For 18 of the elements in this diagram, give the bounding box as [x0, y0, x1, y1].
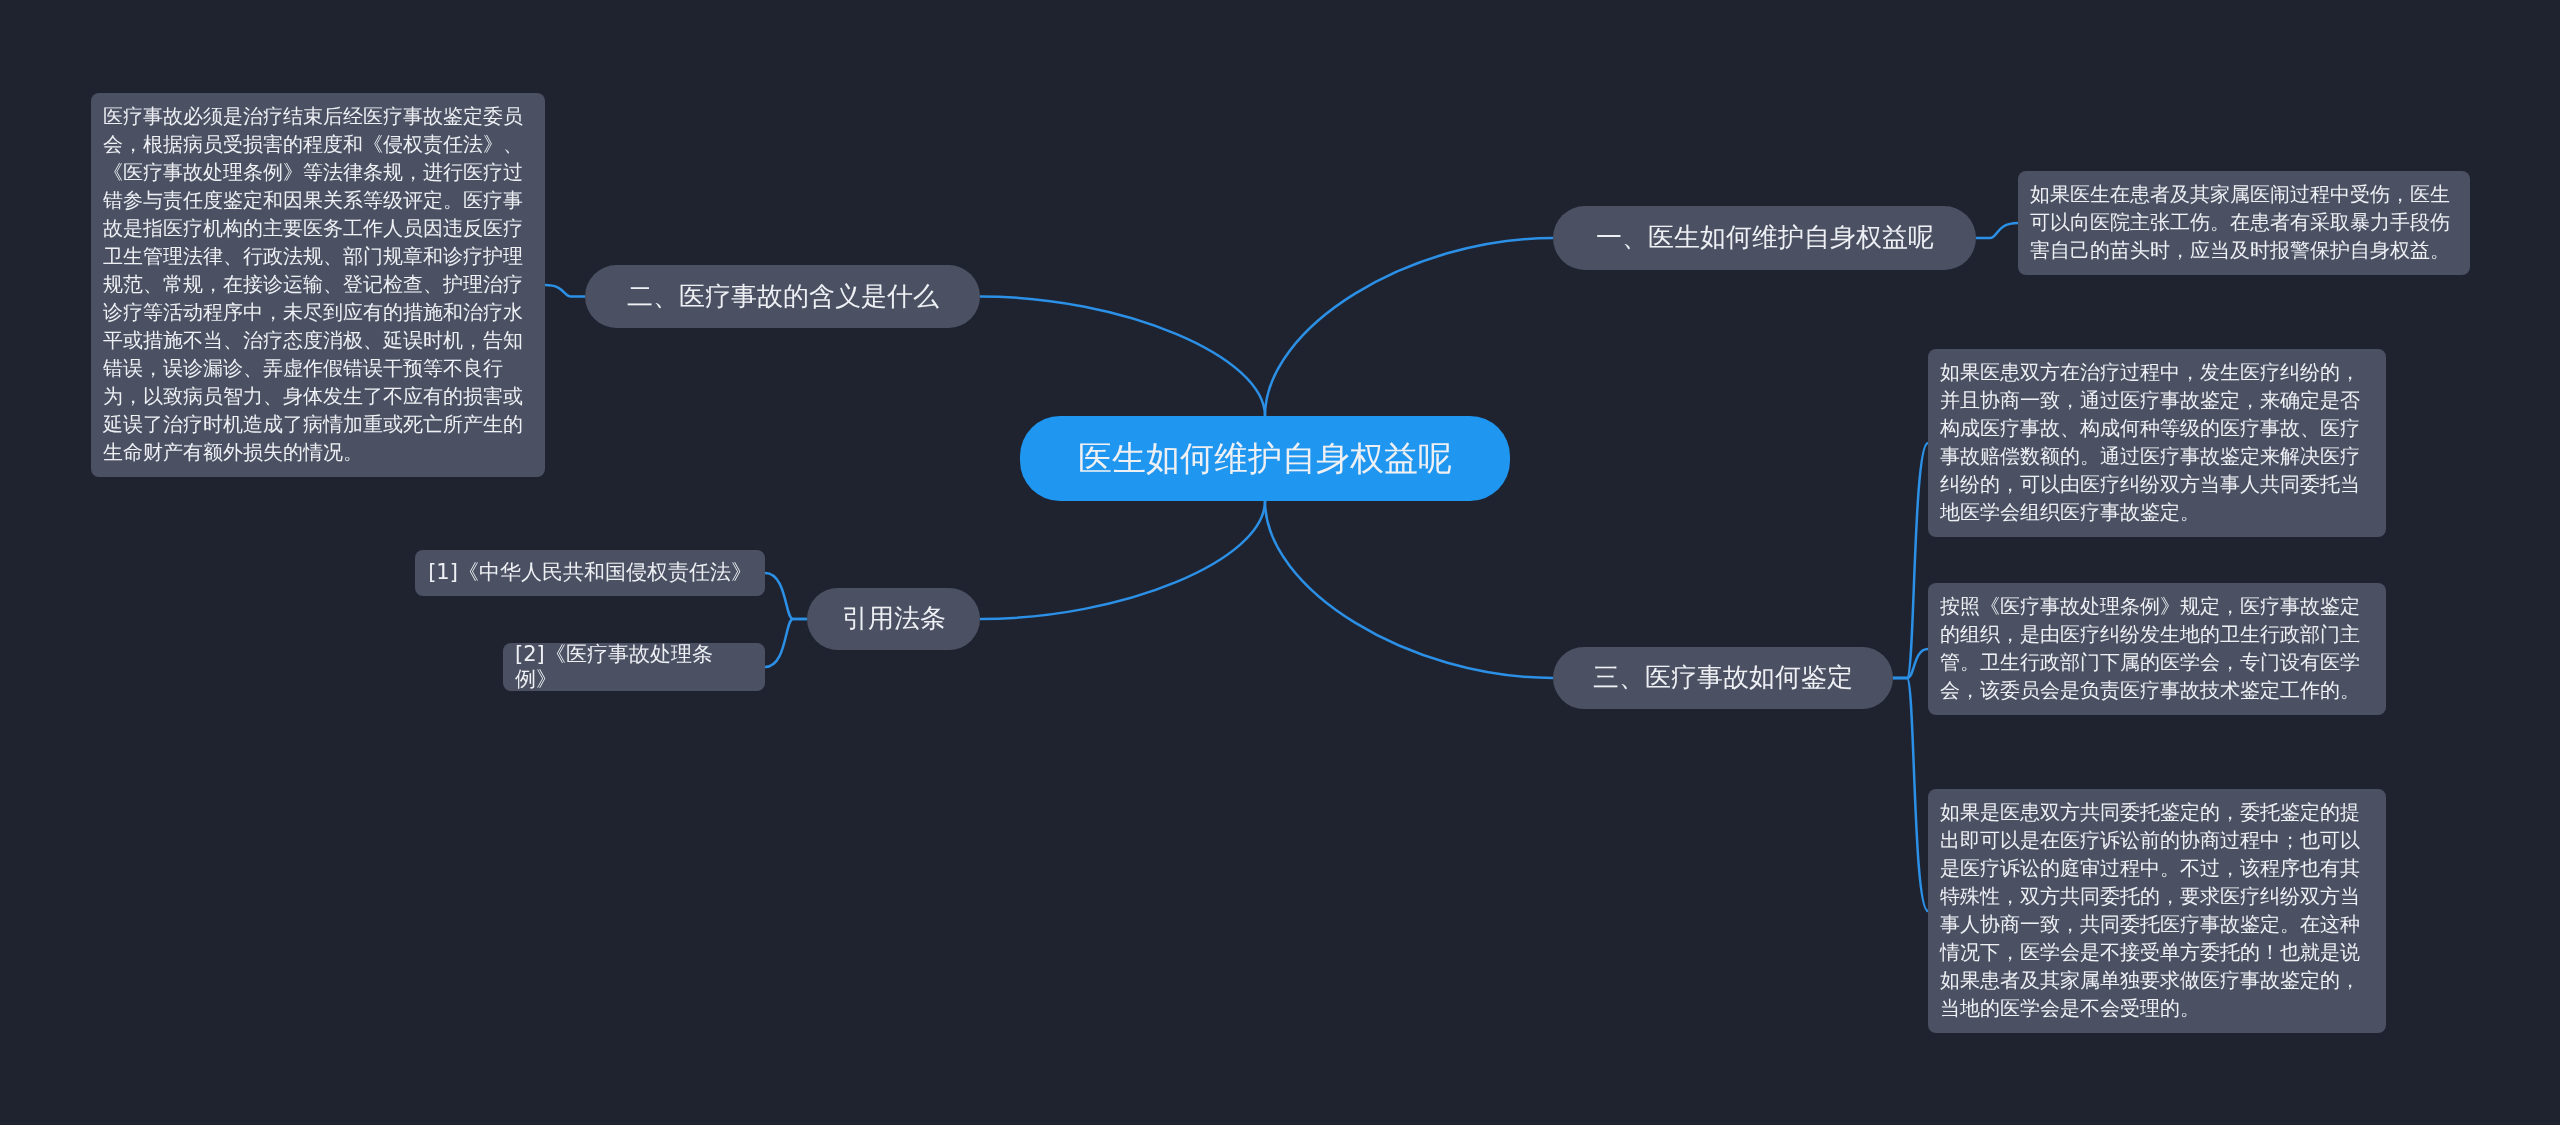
- text-card: 医疗事故必须是治疗结束后经医疗事故鉴定委员会，根据病员受损害的程度和《侵权责任法》、《医疗事故处理条例》等法律条规，进行医疗过错参与责任度鉴定和因果关系等级评定。医疗事故是指医疗机构的主要医务工作人员因违反医疗卫生管理法律、行政法规、部门规章和诊疗护理规范、常规，在接诊运输、登记检查、护理治疗诊疗等活动程序中，未尽到应有的措施和治疗水平或措施不当、治疗态度消极、延误时机，告知错误，误诊漏诊、弄虚作假错误干预等不良行为，以致病员智力、身体发生了不应有的损害或延误了治疗时机造成了病情加重或死亡所产生的生命财产有额外损失的情况。: [91, 93, 545, 477]
- text-card: 如果医生在患者及其家属医闹过程中受伤，医生可以向医院主张工伤。在患者有采取暴力手段伤害自己的苗头时，应当及时报警保护自身权益。: [2018, 171, 2470, 275]
- topic-node: 引用法条: [807, 588, 980, 650]
- text-card: 如果医患双方在治疗过程中，发生医疗纠纷的，并且协商一致，通过医疗事故鉴定，来确定是否构成医疗事故、构成何种等级的医疗事故、医疗事故赔偿数额的。通过医疗事故鉴定来解决医疗纠纷的，可以由医疗纠纷双方当事人共同委托当地医学会组织医疗事故鉴定。: [1928, 349, 2386, 537]
- connector-line: [979, 295, 1267, 417]
- topic-node: 二、医疗事故的含义是什么: [585, 265, 980, 328]
- topic-node: 一、医生如何维护自身权益呢: [1553, 206, 1976, 270]
- connector-line: [1893, 676, 1929, 912]
- text-card: 按照《医疗事故处理条例》规定，医疗事故鉴定的组织，是由医疗纠纷发生地的卫生行政部门主管。卫生行政部门下属的医学会，专门设有医学会，该委员会是负责医疗事故技术鉴定工作的。: [1928, 583, 2386, 715]
- reference-node: [1]《中华人民共和国侵权责任法》: [415, 550, 765, 596]
- connector-line: [1976, 221, 2019, 240]
- connector-line: [979, 500, 1267, 621]
- reference-node: [2]《医疗事故处理条例》: [503, 643, 765, 691]
- connector-line: [764, 617, 807, 669]
- central-topic: 医生如何维护自身权益呢: [1020, 416, 1510, 501]
- connector-line: [544, 283, 585, 298]
- topic-node: 三、医疗事故如何鉴定: [1553, 647, 1893, 709]
- text-card: 如果是医患双方共同委托鉴定的，委托鉴定的提出即可以是在医疗诉讼前的协商过程中；也可以是医疗诉讼的庭审过程中。不过，该程序也有其特殊性，双方共同委托的，要求医疗纠纷双方当事人协商一致，共同委托医疗事故鉴定。在这种情况下，医学会是不接受单方委托的！也就是说如果患者及其家属单独要求做医疗事故鉴定的，当地的医学会是不会受理的。: [1928, 789, 2386, 1033]
